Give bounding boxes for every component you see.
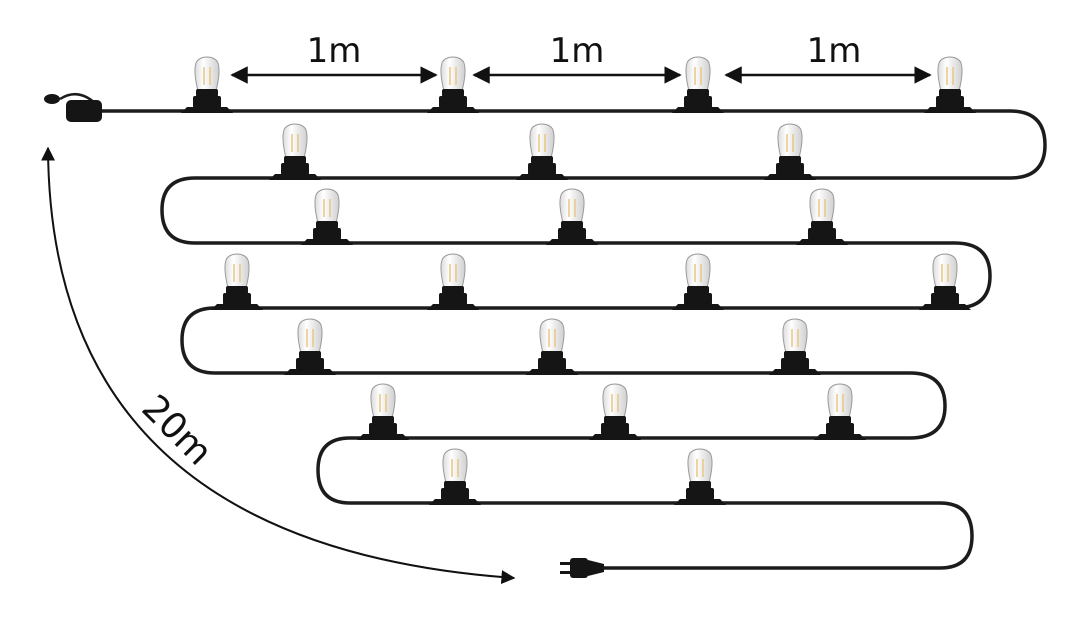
led-bulb-icon <box>919 253 971 310</box>
power-plug-icon <box>560 558 604 578</box>
led-bulb-icon <box>769 318 821 375</box>
led-bulb-icon <box>427 253 479 310</box>
led-bulb-icon <box>796 188 848 245</box>
led-bulb-icon <box>301 188 353 245</box>
led-bulb-icon <box>672 56 724 113</box>
led-bulb-icon <box>357 383 409 440</box>
spacing-label-3: 1m <box>807 31 862 71</box>
led-bulb-icon <box>672 253 724 310</box>
led-bulb-icon <box>516 123 568 180</box>
led-bulb-icon <box>814 383 866 440</box>
total-length-dimension: 20m <box>41 146 516 585</box>
led-bulb-icon <box>589 383 641 440</box>
total-length-arrow <box>41 146 516 585</box>
led-bulb-icon <box>269 123 321 180</box>
led-bulb-icon <box>546 188 598 245</box>
cable <box>100 109 1047 570</box>
led-bulb-icon <box>181 56 233 113</box>
total-length-label: 20m <box>134 387 220 473</box>
led-bulb-icon <box>526 318 578 375</box>
led-bulb-icon <box>429 448 481 505</box>
spacing-dimensions: 1m 1m 1m <box>230 31 932 84</box>
end-connector-icon <box>44 92 102 122</box>
led-bulb-icon <box>284 318 336 375</box>
spacing-label-2: 1m <box>550 31 605 71</box>
led-bulb-icon <box>674 448 726 505</box>
led-bulb-icon <box>924 56 976 113</box>
spacing-label-1: 1m <box>307 31 362 71</box>
led-bulb-icon <box>764 123 816 180</box>
led-bulb-icon <box>211 253 263 310</box>
led-bulb-icon <box>427 56 479 113</box>
